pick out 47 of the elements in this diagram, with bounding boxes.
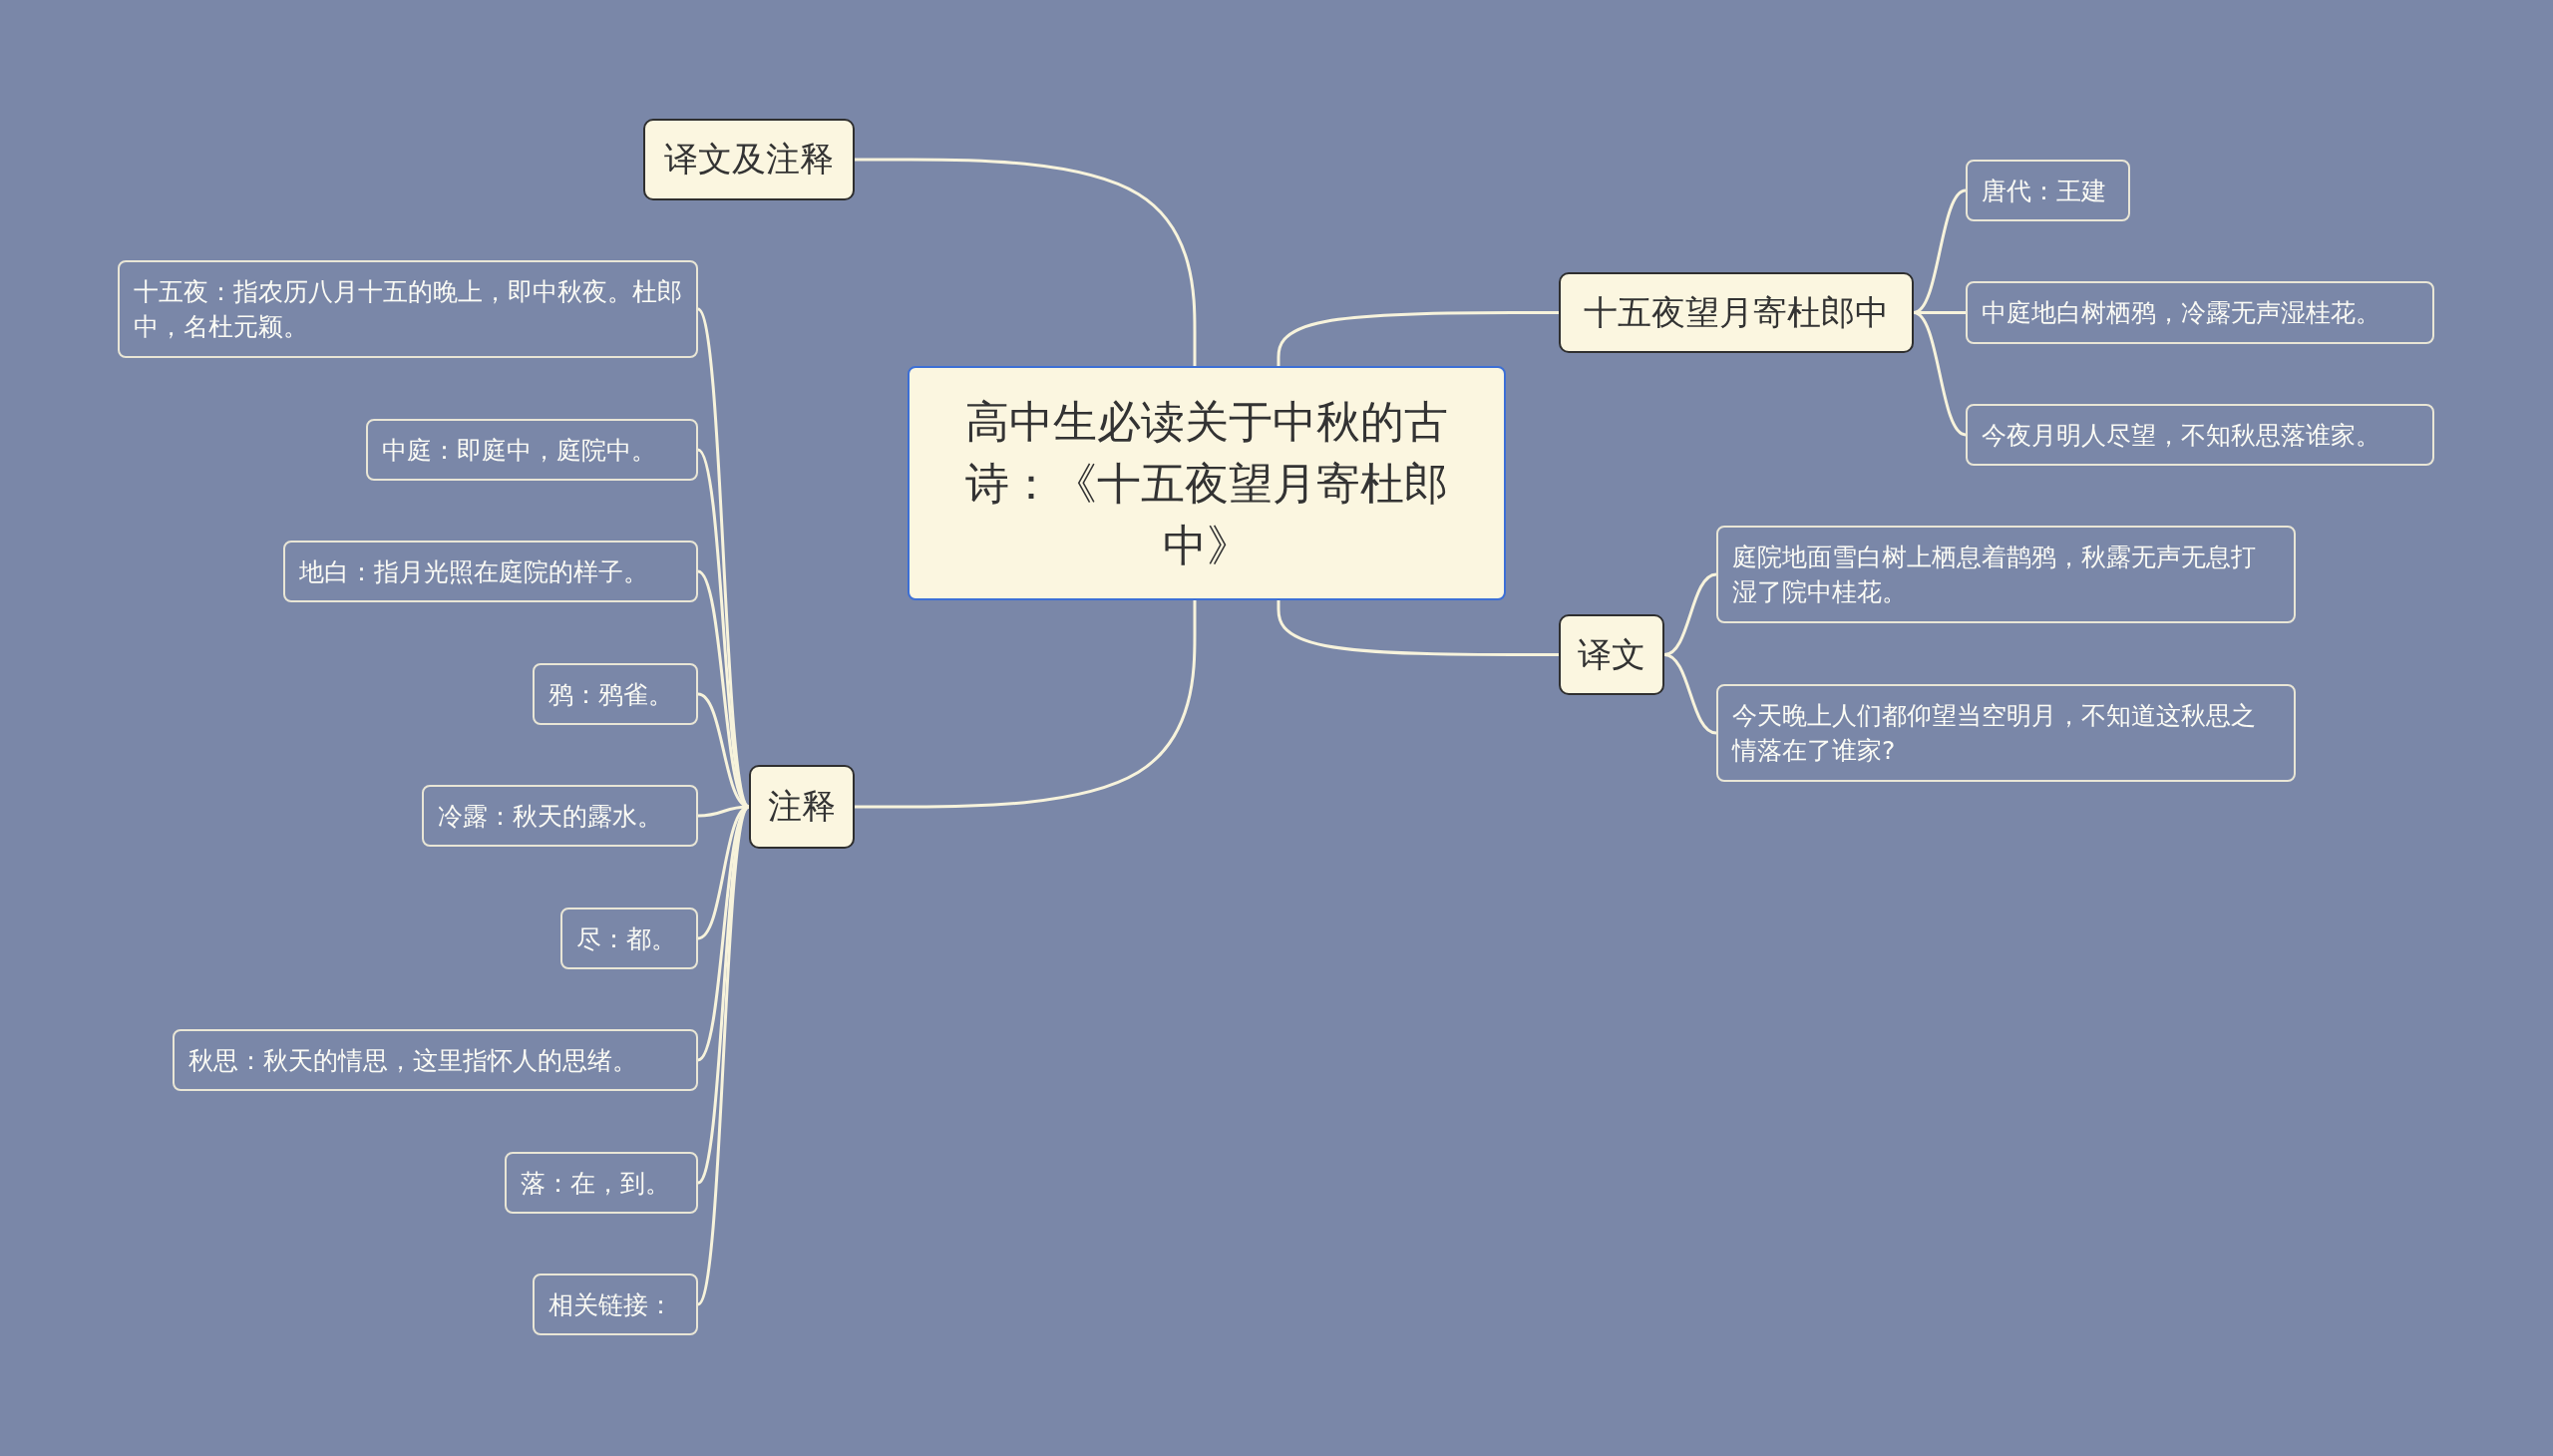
connector-line [696,806,751,1305]
connector-line [1276,600,1559,656]
leaf-topic-box [533,663,698,725]
leaf-topic-box [560,908,698,969]
leaf-topic-box [1966,281,2434,344]
connector-line [1913,188,1967,314]
leaf-topic-box [1716,684,2296,782]
branch-topic-box [1559,272,1914,353]
leaf-topic-box [1716,526,2296,623]
topic-text: 今夜月明人尽望，不知秋思落谁家。 [1982,419,2380,452]
topic-text: 十五夜：指农历八月十五的晚上，即中秋夜。杜郎中，名杜元颖。 [134,276,682,343]
topic-text: 秋思：秋天的情思，这里指怀人的思绪。 [188,1044,637,1077]
leaf-topic-box [118,260,698,358]
root-topic-box [908,366,1506,600]
leaf-topic-box [283,541,698,602]
connector-line [1663,653,1717,735]
topic-text: 地白：指月光照在庭院的样子。 [299,555,648,588]
topic-text: 译文 [1578,632,1645,676]
leaf-topic-box [366,419,698,481]
topic-text: 译文及注释 [664,138,834,181]
leaf-topic-box [1966,404,2434,466]
topic-text: 唐代：王建 [1982,175,2106,207]
topic-text: 高中生必读关于中秋的古诗：《十五夜望月寄杜郎中》 [964,394,1449,572]
leaf-topic-box [173,1029,698,1091]
leaf-topic-box [533,1274,698,1335]
connector-line [1276,311,1559,366]
topic-text: 十五夜望月寄杜郎中 [1584,290,1889,334]
topic-text: 中庭地白树栖鸦，冷露无声湿桂花。 [1982,297,2380,329]
connector-line [855,600,1197,809]
topic-text: 鸦：鸦雀。 [548,678,673,711]
topic-text: 相关链接： [548,1288,673,1321]
branch-topic-box [1559,614,1664,695]
topic-text: 注释 [768,785,836,828]
connector-line [1914,311,1966,314]
connector-line [855,158,1197,366]
topic-text: 今天晚上人们都仰望当空明月，不知道这秋思之情落在了谁家? [1732,700,2257,767]
connector-line [1913,311,1967,437]
branch-topic-box [643,119,855,200]
topic-text: 中庭：即庭中，庭院中。 [382,434,656,467]
topic-text: 落：在，到。 [521,1167,670,1200]
topic-text: 庭院地面雪白树上栖息着鹊鸦，秋露无声无息打湿了院中桂花。 [1732,542,2257,608]
leaf-topic-box [1966,160,2130,221]
leaf-topic-box [505,1152,698,1214]
branch-topic-box [749,765,855,849]
leaf-topic-box [422,785,698,847]
topic-text: 尽：都。 [576,922,676,955]
topic-text: 冷露：秋天的露水。 [438,800,662,833]
